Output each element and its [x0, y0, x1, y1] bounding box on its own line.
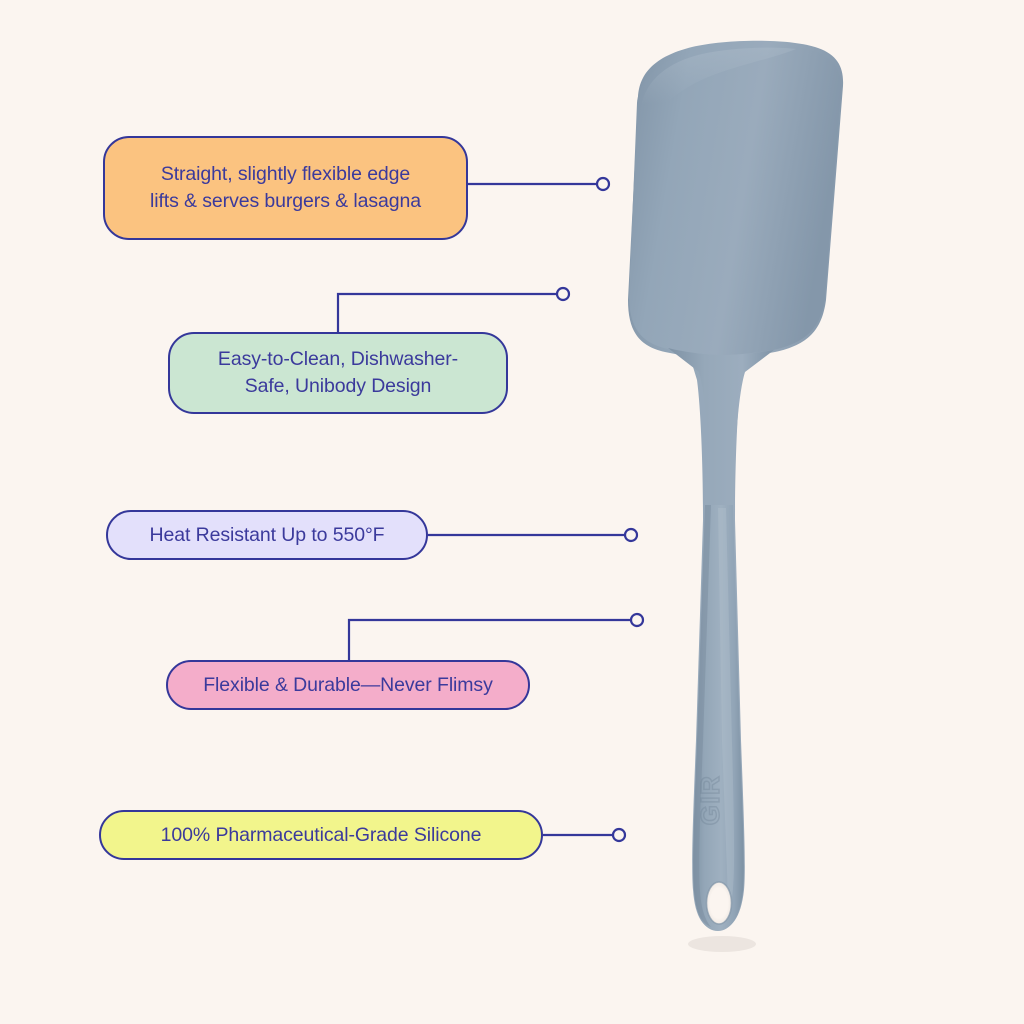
brand-mark-gir: GIR: [694, 774, 726, 826]
callout-straight-flexible-edge: Straight, slightly flexible edge lifts &…: [103, 136, 468, 240]
svg-text:GIR: GIR: [695, 775, 725, 826]
callout-flexible-durable: Flexible & Durable—Never Flimsy: [166, 660, 530, 710]
callout-pharmaceutical-grade-silicone: 100% Pharmaceutical-Grade Silicone: [99, 810, 543, 860]
handle-highlight: [718, 508, 735, 923]
product-shadow: [688, 936, 756, 952]
callout-heat-resistant: Heat Resistant Up to 550°F: [106, 510, 428, 560]
hang-hole: [706, 882, 732, 924]
callout-easy-to-clean: Easy-to-Clean, Dishwasher- Safe, Unibody…: [168, 332, 508, 414]
blade-highlight: [641, 47, 796, 141]
hang-hole-rim: [705, 881, 733, 925]
spatula-blade: [629, 44, 842, 355]
handle-shading: [693, 505, 711, 927]
spatula-neck: [668, 348, 774, 520]
